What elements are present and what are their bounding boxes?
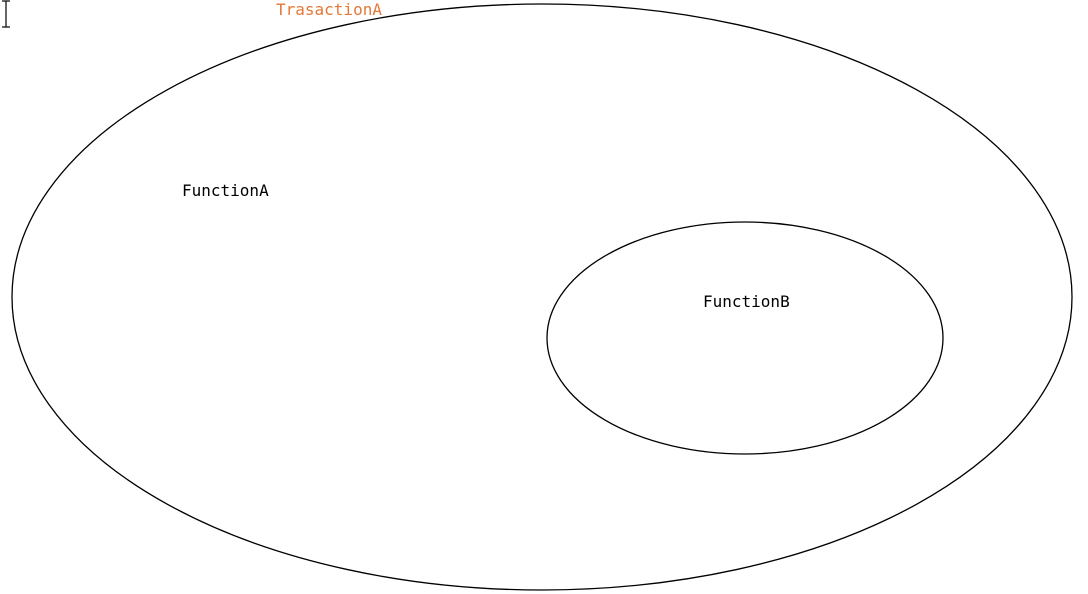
- function-b-label: FunctionB: [703, 292, 790, 311]
- function-b-ellipse: [546, 221, 944, 455]
- text-cursor-icon: [2, 0, 10, 28]
- transaction-a-ellipse: [11, 3, 1073, 591]
- function-a-label: FunctionA: [182, 181, 269, 200]
- transaction-a-label: TrasactionA: [276, 0, 382, 19]
